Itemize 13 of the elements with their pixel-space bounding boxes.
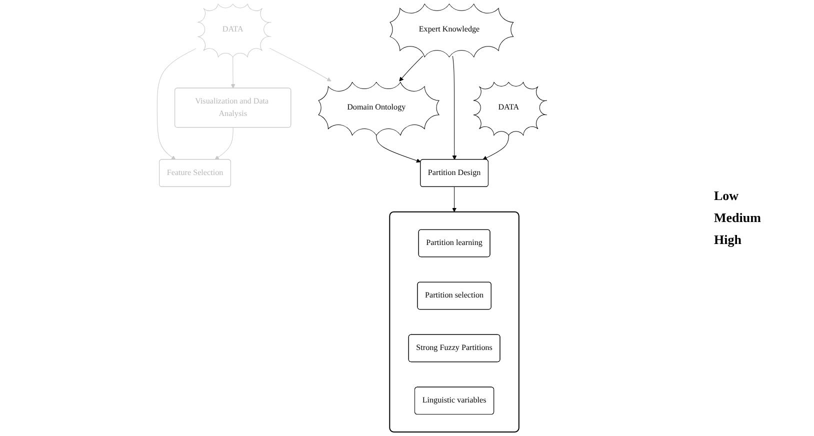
arrow: [156, 48, 196, 160]
arrow: [230, 56, 236, 88]
axis-term-label: Low: [714, 188, 740, 204]
arrow: [376, 134, 421, 163]
cluster: [389, 211, 520, 432]
axis-term-label: High: [714, 232, 742, 248]
arrow: [452, 186, 456, 212]
arrow: [452, 56, 457, 160]
arrow: [482, 134, 509, 160]
arrow: [399, 56, 424, 82]
arrow: [269, 48, 332, 82]
axis-term-label: Medium: [714, 210, 762, 226]
arrow: [214, 127, 234, 160]
